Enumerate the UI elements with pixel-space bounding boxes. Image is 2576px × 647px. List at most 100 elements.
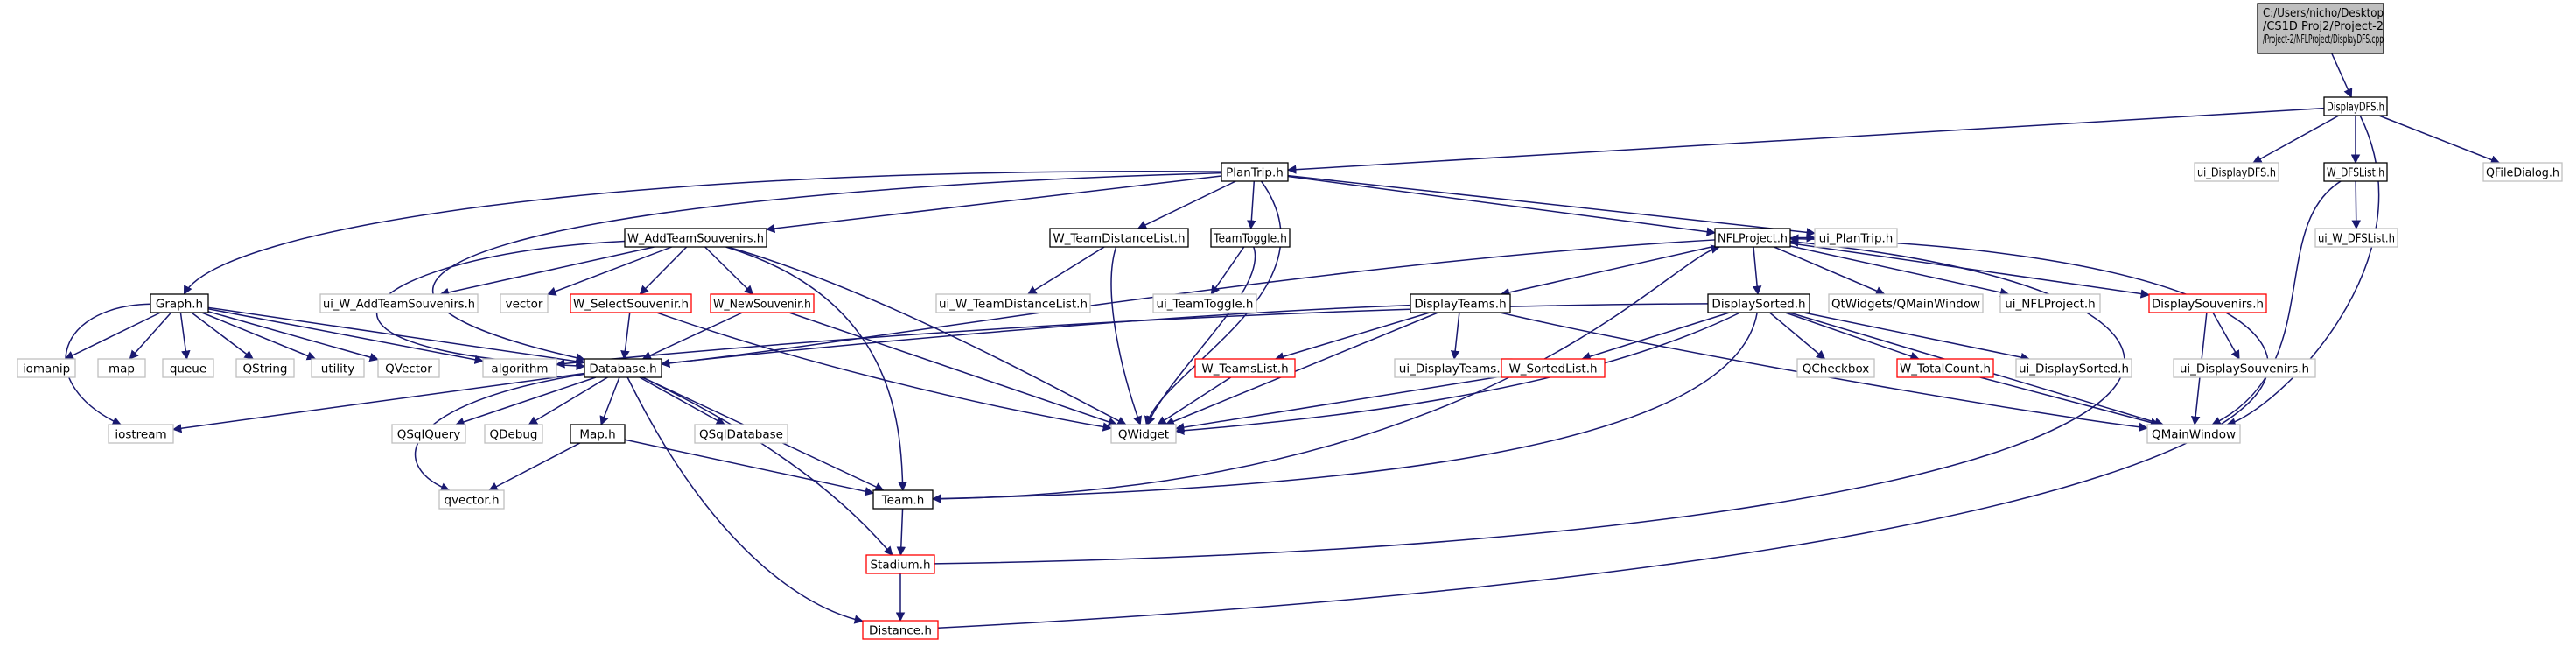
node-qstring: QString bbox=[235, 358, 295, 378]
node-distance[interactable]: Distance.h bbox=[862, 620, 939, 640]
edge-displayteams-to-w_teamslist bbox=[1274, 312, 1431, 362]
edge-w_dfslist-to-qmainwindow bbox=[2211, 180, 2342, 425]
edge-graph-to-qvector bbox=[207, 311, 380, 362]
node-w_sortedlist[interactable]: W_SortedList.h bbox=[1501, 358, 1606, 378]
node-label-ui_displaydfs: ui_DisplayDFS.h bbox=[2197, 166, 2276, 180]
node-box-queue bbox=[162, 358, 214, 378]
node-label-qvector_lower: qvector.h bbox=[444, 494, 500, 508]
node-box-displaysorted bbox=[1707, 293, 1810, 313]
edge-displayteams-to-ui_displayteams bbox=[1450, 312, 1460, 361]
node-box-distance bbox=[862, 620, 939, 640]
node-label-ui_displaysorted: ui_DisplaySorted.h bbox=[2019, 362, 2129, 376]
edge-graph-to-database bbox=[207, 306, 586, 366]
node-displayteams[interactable]: DisplayTeams.h bbox=[1410, 293, 1511, 313]
node-box-ui_w_teamdistancelist bbox=[935, 293, 1091, 313]
node-label-stadium: Stadium.h bbox=[870, 559, 930, 573]
node-box-qstring bbox=[235, 358, 295, 378]
node-box-w_selectsouvenir bbox=[570, 293, 692, 313]
node-box-iomanip bbox=[17, 358, 76, 378]
edge-plantrip-to-database bbox=[432, 172, 1222, 362]
node-label-w_teamslist: W_TeamsList.h bbox=[1201, 362, 1288, 376]
edge-w_sortedlist-to-qwidget bbox=[1174, 376, 1502, 433]
edge-displaysorted-to-w_totalcount bbox=[1784, 312, 1920, 361]
node-iomanip: iomanip bbox=[17, 358, 76, 378]
edge-displaysorted-to-w_sortedlist bbox=[1581, 312, 1730, 362]
node-ui_plantrip: ui_PlanTrip.h bbox=[1814, 228, 1898, 248]
edge-plantrip-to-w_addteamsouvenirs bbox=[765, 175, 1222, 234]
node-displaydfs[interactable]: DisplayDFS.h bbox=[2323, 96, 2388, 116]
node-database[interactable]: Database.h bbox=[584, 358, 662, 378]
node-displaysorted[interactable]: DisplaySorted.h bbox=[1707, 293, 1810, 313]
edge-displaysorted-to-qwidget bbox=[1174, 312, 1741, 436]
node-qsqlquery: QSqlQuery bbox=[391, 424, 466, 444]
node-teamtoggle[interactable]: TeamToggle.h bbox=[1210, 228, 1291, 248]
node-w_teamdistancelist[interactable]: W_TeamDistanceList.h bbox=[1049, 228, 1189, 248]
node-ui_teamtoggle: ui_TeamToggle.h bbox=[1152, 293, 1257, 313]
node-stadium[interactable]: Stadium.h bbox=[865, 554, 935, 574]
edge-distance-to-nflproject bbox=[937, 234, 2269, 629]
node-box-qmainwindow bbox=[2146, 424, 2241, 444]
edge-w_addteamsouvenirs-to-ui_w_addteamsouvenirs bbox=[439, 246, 654, 298]
node-root[interactable]: C:/Users/nicho/Desktop/CS1D Proj2/Projec… bbox=[2257, 3, 2384, 54]
node-plantrip[interactable]: PlanTrip.h bbox=[1221, 162, 1289, 182]
node-qdebug: QDebug bbox=[484, 424, 543, 444]
node-box-stadium bbox=[865, 554, 935, 574]
dependency-edges bbox=[64, 53, 2501, 629]
node-box-w_dfslist bbox=[2323, 162, 2388, 182]
node-box-ui_displaysorted bbox=[2015, 358, 2132, 378]
node-map_h[interactable]: Map.h bbox=[570, 424, 626, 444]
edge-nflproject-to-displayteams bbox=[1500, 245, 1716, 298]
node-qvector_lower: qvector.h bbox=[438, 489, 505, 510]
node-label-qsqldatabase: QSqlDatabase bbox=[699, 428, 783, 442]
node-label-utility: utility bbox=[321, 362, 354, 376]
node-label-w_newsouvenir: W_NewSouvenir.h bbox=[713, 298, 811, 312]
node-box-w_teamslist bbox=[1194, 358, 1296, 378]
node-qwidget: QWidget bbox=[1110, 424, 1177, 444]
node-w_totalcount[interactable]: W_TotalCount.h bbox=[1896, 358, 1994, 378]
node-box-qvector bbox=[377, 358, 440, 378]
node-box-ui_plantrip bbox=[1814, 228, 1898, 248]
node-label-ui_nflproject: ui_NFLProject.h bbox=[2005, 298, 2095, 312]
node-qsqldatabase: QSqlDatabase bbox=[694, 424, 788, 444]
edge-plantrip-to-ui_plantrip bbox=[1287, 174, 1816, 237]
edge-plantrip-to-teamtoggle bbox=[1247, 180, 1256, 230]
node-box-w_sortedlist bbox=[1501, 358, 1606, 378]
node-w_selectsouvenir[interactable]: W_SelectSouvenir.h bbox=[570, 293, 692, 313]
node-displaysouvenirs[interactable]: DisplaySouvenirs.h bbox=[2148, 293, 2267, 313]
node-box-qtwidgets_qmainwindow bbox=[1828, 293, 1984, 313]
node-ui_displaydfs: ui_DisplayDFS.h bbox=[2194, 162, 2279, 182]
node-label-ui_displaysouvenirs: ui_DisplaySouvenirs.h bbox=[2180, 362, 2309, 376]
node-algorithm: algorithm bbox=[482, 358, 557, 378]
node-label-displaysorted: DisplaySorted.h bbox=[1712, 298, 1805, 312]
node-w_newsouvenir[interactable]: W_NewSouvenir.h bbox=[710, 293, 815, 313]
node-box-w_addteamsouvenirs bbox=[624, 228, 767, 248]
node-box-qwidget bbox=[1110, 424, 1177, 444]
node-w_dfslist[interactable]: W_DFSList.h bbox=[2323, 162, 2388, 182]
node-label-ui_w_addteamsouvenirs: ui_W_AddTeamSouvenirs.h bbox=[323, 298, 475, 312]
edge-graph-to-utility bbox=[201, 312, 317, 361]
node-label-w_dfslist: W_DFSList.h bbox=[2327, 166, 2384, 180]
node-ui_nflproject: ui_NFLProject.h bbox=[1999, 293, 2101, 313]
node-label-w_addteamsouvenirs: W_AddTeamSouvenirs.h bbox=[627, 232, 764, 246]
node-box-ui_displaydfs bbox=[2194, 162, 2279, 182]
node-box-qcheckbox bbox=[1796, 358, 1875, 378]
node-box-map bbox=[97, 358, 146, 378]
node-graph[interactable]: Graph.h bbox=[150, 293, 209, 313]
node-ui_displaysouvenirs: ui_DisplaySouvenirs.h bbox=[2173, 358, 2316, 378]
node-w_teamslist[interactable]: W_TeamsList.h bbox=[1194, 358, 1296, 378]
node-qcheckbox: QCheckbox bbox=[1796, 358, 1875, 378]
node-nflproject[interactable]: NFLProject.h bbox=[1714, 228, 1791, 248]
node-label-ui_teamtoggle: ui_TeamToggle.h bbox=[1157, 298, 1254, 312]
node-box-ui_nflproject bbox=[1999, 293, 2101, 313]
node-label-algorithm: algorithm bbox=[491, 362, 548, 376]
node-label-displaysouvenirs: DisplaySouvenirs.h bbox=[2152, 298, 2264, 312]
node-w_addteamsouvenirs[interactable]: W_AddTeamSouvenirs.h bbox=[624, 228, 767, 248]
node-box-displaysouvenirs bbox=[2148, 293, 2267, 313]
node-label-displaydfs: DisplayDFS.h bbox=[2327, 101, 2384, 115]
node-label-w_totalcount: W_TotalCount.h bbox=[1900, 362, 1991, 376]
edge-database-to-map_h bbox=[599, 376, 620, 425]
edge-displaysorted-to-qcheckbox bbox=[1769, 312, 1826, 360]
node-box-qvector_lower bbox=[438, 489, 505, 510]
node-qvector: QVector bbox=[377, 358, 440, 378]
node-team[interactable]: Team.h bbox=[872, 489, 934, 510]
